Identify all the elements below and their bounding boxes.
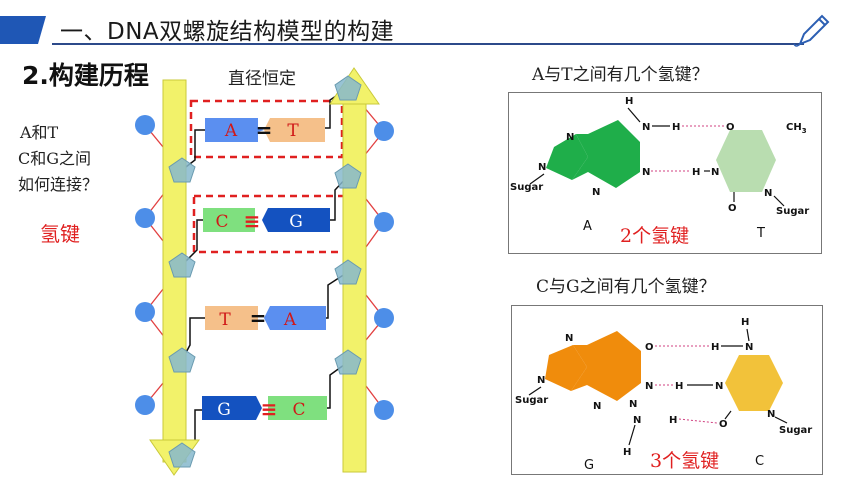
svg-text:Sugar: Sugar	[515, 395, 548, 406]
cg-bond-count: 3个氢键	[650, 450, 720, 472]
svg-text:N: N	[645, 381, 653, 392]
cytosine-label: C	[755, 454, 765, 469]
hydrogen-bond-symbol: =	[250, 306, 267, 330]
svg-text:N: N	[538, 162, 546, 173]
base-label: T	[287, 121, 299, 141]
svg-text:H: H	[625, 96, 633, 107]
svg-text:N: N	[537, 375, 545, 386]
svg-text:O: O	[726, 122, 735, 133]
hydrogen-bond-symbol: ≡	[244, 209, 261, 233]
adenine-label: A	[583, 219, 592, 234]
cytosine-ring	[725, 355, 783, 411]
diameter-label: 直径恒定	[228, 69, 296, 89]
guanine-label: G	[584, 458, 595, 473]
base-label: C	[215, 212, 228, 232]
base-pair-2: C ≡ G	[203, 208, 330, 233]
svg-text:N: N	[642, 122, 650, 133]
base-label: A	[283, 310, 297, 330]
adenine-six-ring	[588, 120, 640, 188]
svg-text:H: H	[675, 381, 683, 392]
header-underline	[52, 43, 804, 45]
base-label: C	[292, 400, 305, 420]
adenine-thymine-structure: H N H O CH3 N H N N N N O N Sugar Sugar	[510, 96, 809, 217]
svg-text:Sugar: Sugar	[779, 425, 812, 436]
svg-text:N: N	[715, 381, 723, 392]
phosphate-circles	[135, 115, 394, 420]
svg-text:Sugar: Sugar	[776, 206, 809, 217]
question-answer: 氢键	[40, 222, 80, 246]
svg-text:N: N	[764, 188, 772, 199]
deoxyribose-pentagons	[168, 75, 362, 468]
svg-text:CH3: CH3	[786, 122, 807, 135]
cg-question: C与G之间有几个氢键？	[536, 277, 716, 297]
svg-text:N: N	[592, 187, 600, 198]
guanine-six-ring	[587, 331, 641, 401]
page-title: 一、DNA双螺旋结构模型的构建	[60, 19, 395, 45]
svg-text:N: N	[711, 167, 719, 178]
question-line-1: A和T	[20, 123, 59, 142]
svg-text:H: H	[623, 447, 631, 458]
svg-text:N: N	[566, 132, 574, 143]
svg-text:N: N	[633, 415, 641, 426]
svg-text:N: N	[593, 401, 601, 412]
svg-text:H: H	[669, 415, 677, 426]
thymine-ring	[716, 130, 776, 192]
svg-text:N: N	[767, 409, 775, 420]
base-label: G	[289, 212, 303, 232]
diameter-box-top	[189, 99, 344, 159]
base-pair-4: G ≡ C	[202, 396, 327, 421]
question-line-2: C和G之间	[18, 149, 92, 168]
svg-text:O: O	[728, 203, 737, 214]
base-label: A	[224, 121, 238, 141]
svg-text:N: N	[642, 167, 650, 178]
hydrogen-bond-symbol: =	[256, 118, 273, 142]
svg-text:H: H	[741, 317, 749, 328]
svg-text:H: H	[711, 342, 719, 353]
section-title: 2.构建历程	[22, 61, 149, 90]
base-pair-1: A = T	[205, 118, 325, 142]
adenine-five-ring	[546, 134, 588, 180]
svg-text:N: N	[745, 342, 753, 353]
guanine-cytosine-structure: H N H O N H N N H O N N N N N H Sugar Su…	[515, 317, 812, 458]
base-label: G	[217, 400, 231, 420]
base-pair-3: T = A	[205, 306, 326, 330]
svg-text:N: N	[565, 333, 573, 344]
svg-text:Sugar: Sugar	[510, 182, 543, 193]
header-bar	[0, 16, 46, 44]
at-bond-count: 2个氢键	[620, 225, 690, 247]
guanine-five-ring	[545, 345, 587, 391]
at-question: A与T之间有几个氢键？	[532, 65, 709, 85]
pen-icon	[793, 14, 830, 47]
question-line-3: 如何连接？	[18, 175, 99, 194]
svg-text:O: O	[645, 342, 654, 353]
svg-text:N: N	[629, 399, 637, 410]
base-label: T	[219, 310, 231, 330]
svg-text:H: H	[672, 122, 680, 133]
hydrogen-bond-symbol: ≡	[261, 397, 278, 421]
thymine-label: T	[757, 226, 765, 241]
svg-text:H: H	[692, 167, 700, 178]
svg-text:O: O	[719, 419, 728, 430]
